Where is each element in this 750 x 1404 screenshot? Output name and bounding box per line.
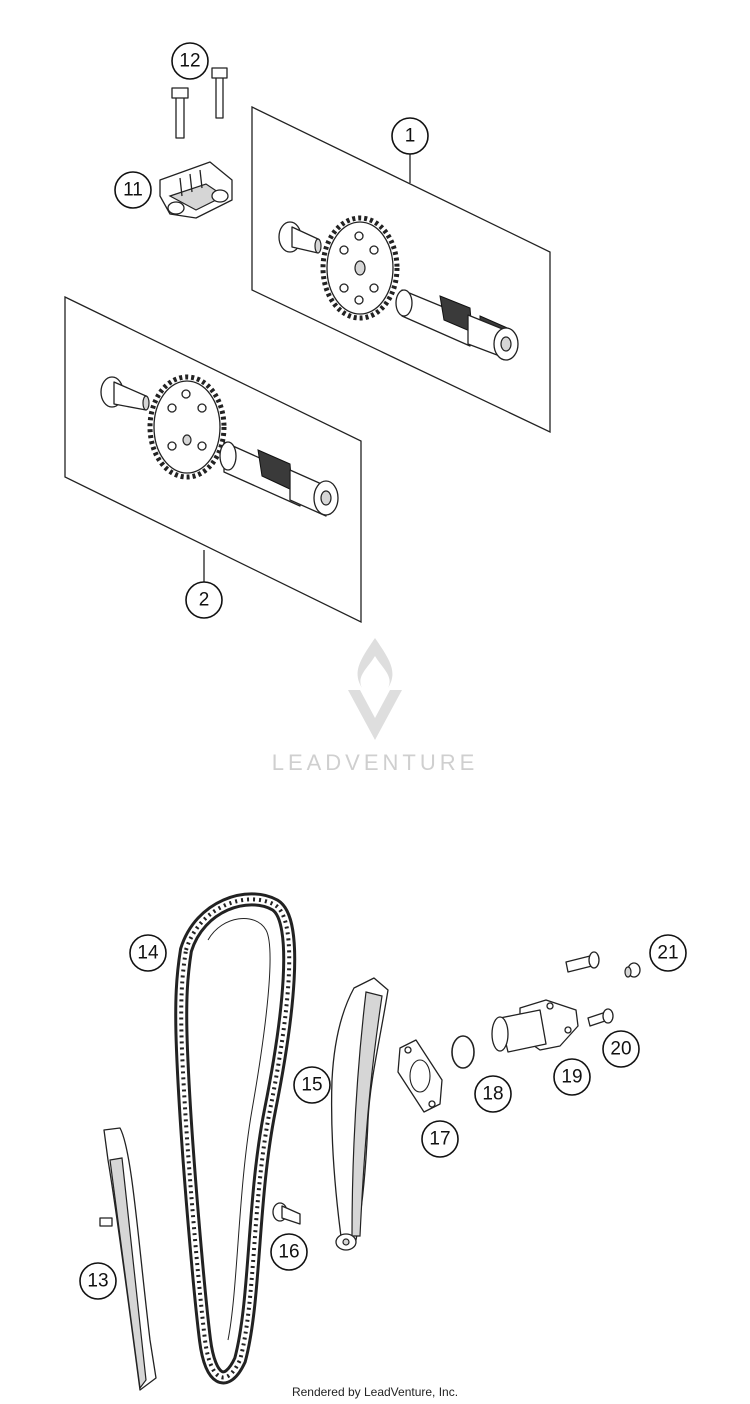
cam-sprocket-1	[320, 215, 400, 321]
plug-21	[624, 962, 641, 978]
callout-14-label: 14	[137, 943, 159, 964]
camshaft-1	[395, 289, 519, 361]
callout-11-label: 11	[123, 180, 143, 201]
callout-2[interactable]: 2	[185, 581, 223, 619]
callout-19-label: 19	[561, 1067, 582, 1088]
callout-12[interactable]: 12	[171, 42, 209, 80]
assembly-1-frame	[251, 105, 551, 434]
callout-18-label: 18	[482, 1084, 503, 1105]
callout-16[interactable]: 16	[270, 1233, 308, 1271]
callout-15-label: 15	[301, 1075, 322, 1096]
bolts-12	[171, 67, 228, 139]
assembly-2-frame	[64, 295, 362, 624]
camshaft-bolt-1	[278, 221, 322, 254]
screw-20	[587, 1008, 614, 1027]
callout-2-label: 2	[199, 590, 210, 611]
callout-20-label: 20	[610, 1039, 631, 1060]
pivot-bolt-16	[272, 1202, 301, 1225]
callout-14[interactable]: 14	[129, 934, 167, 972]
callout-20[interactable]: 20	[602, 1030, 640, 1068]
callout-17-label: 17	[429, 1129, 450, 1150]
callout-21[interactable]: 21	[649, 934, 687, 972]
callout-17[interactable]: 17	[421, 1120, 459, 1158]
callout-11[interactable]: 11	[114, 171, 152, 209]
camshaft-assembly-2	[64, 295, 362, 624]
leadventure-watermark: LEADVENTURE	[272, 638, 479, 775]
footer-credit: Rendered by LeadVenture, Inc.	[292, 1385, 458, 1399]
callout-12-label: 12	[179, 51, 200, 72]
callout-18[interactable]: 18	[474, 1075, 512, 1113]
watermark-text: LEADVENTURE	[272, 750, 479, 775]
cam-bearing-bridge-11	[159, 161, 233, 219]
camshaft-assembly-1	[251, 105, 551, 434]
chain-tensioner-19	[491, 999, 579, 1053]
o-ring-18	[451, 1035, 475, 1069]
callout-1-label: 1	[405, 126, 416, 147]
screw-19-top	[565, 951, 600, 973]
callout-1[interactable]: 1	[391, 117, 429, 155]
tensioner-rail-15	[330, 977, 389, 1251]
v-logo-icon	[348, 690, 402, 740]
cam-sprocket-2	[147, 374, 227, 480]
callout-13[interactable]: 13	[79, 1262, 117, 1300]
camshaft-2	[219, 441, 339, 517]
chain-guide-13	[99, 1127, 157, 1391]
callout-19[interactable]: 19	[553, 1058, 591, 1096]
camshaft-bolt-2	[100, 376, 150, 411]
callout-13-label: 13	[87, 1271, 108, 1292]
callout-21-label: 21	[657, 943, 678, 964]
callout-15[interactable]: 15	[293, 1066, 331, 1104]
flame-logo-icon	[357, 638, 393, 688]
callout-16-label: 16	[278, 1242, 299, 1263]
gasket-17	[397, 1039, 443, 1113]
